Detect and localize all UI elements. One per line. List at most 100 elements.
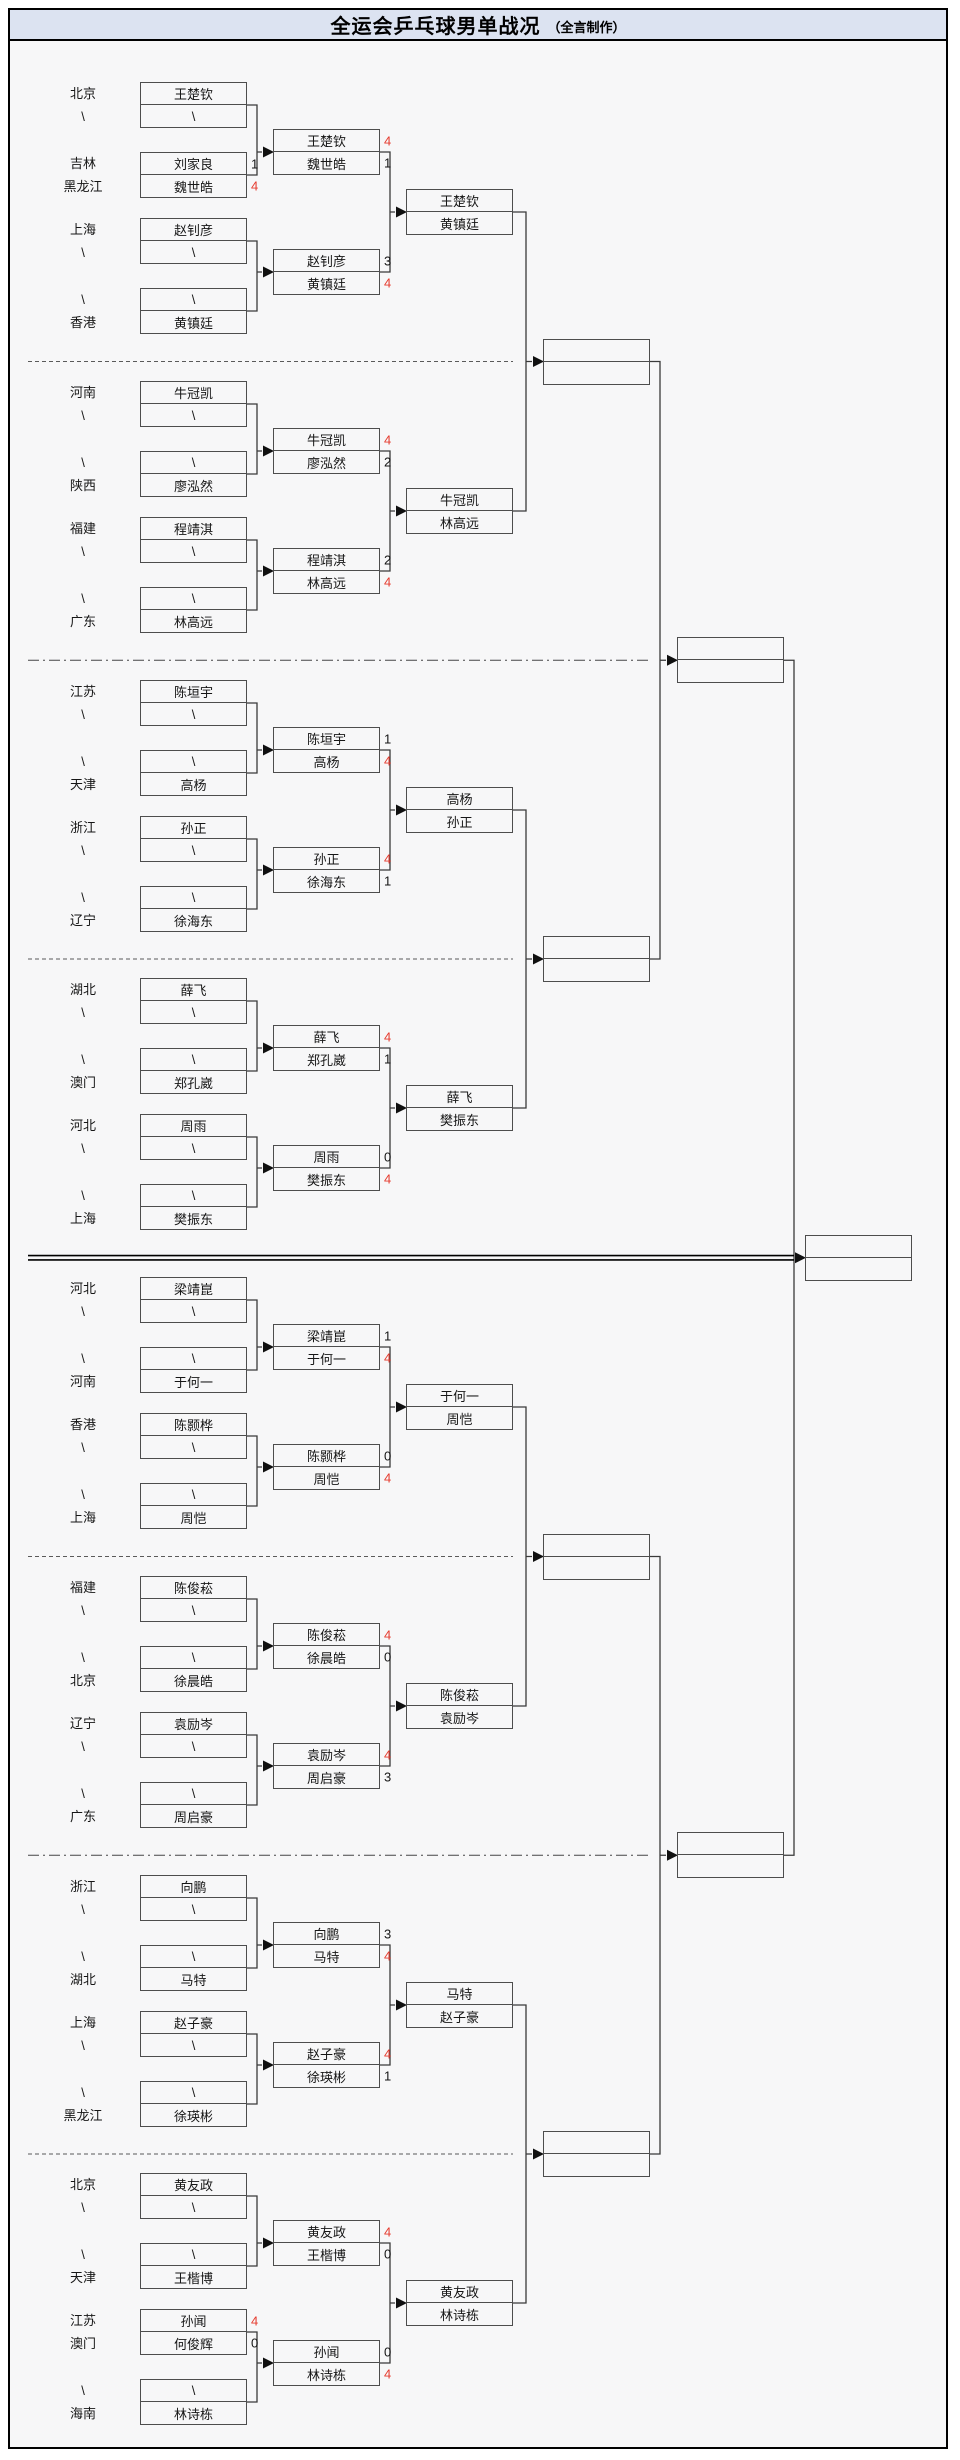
arrowhead-icon — [533, 356, 544, 367]
province-label: 湖北 — [69, 982, 96, 997]
bye-label: \ — [81, 109, 85, 124]
match-score: 2 — [384, 552, 392, 567]
bye-label: \ — [81, 1650, 85, 1665]
player-cell: 薛飞 — [141, 979, 246, 1001]
match-score: 1 — [384, 2068, 392, 2084]
player-name: 向鹏 — [313, 1927, 340, 1942]
player-name: 孙正 — [446, 814, 473, 830]
player-cell: 马特 — [141, 1968, 246, 1990]
title-credit: （全言制作） — [547, 19, 626, 35]
player-cell: 郑孔崴 — [141, 1071, 246, 1093]
round3-qualifiers-box: 陈俊菘袁励岑 — [406, 1683, 513, 1729]
province-label: 上海 — [69, 222, 96, 237]
bye-cell: \ — [141, 1898, 246, 1920]
bye-label: \ — [81, 707, 85, 722]
bye-label: \ — [81, 544, 85, 559]
bye-slash: \ — [191, 1439, 196, 1455]
bye-cell: \ — [141, 1049, 246, 1071]
round1-pair-box: \ 林高远 — [140, 587, 247, 633]
arrowhead-icon — [396, 1401, 407, 1413]
match-score: 4 — [384, 1470, 392, 1486]
bye-cell: \ — [141, 1137, 246, 1159]
player-name: 黄镇廷 — [173, 315, 213, 331]
province-label: 上海 — [69, 1211, 96, 1226]
bye-label: \ — [81, 1786, 85, 1801]
player-name: 周雨 — [313, 1150, 340, 1165]
bye-slash: \ — [191, 1949, 196, 1964]
bye-slash: \ — [191, 543, 196, 559]
empty-slot — [678, 1855, 783, 1877]
arrowhead-icon — [263, 2237, 274, 2249]
round3-qualifiers-box: 高杨孙正 — [406, 787, 513, 833]
match-score: 0 — [251, 2335, 259, 2351]
arrowhead-icon — [263, 1640, 274, 1652]
province-label: 河北 — [69, 1118, 96, 1133]
bye-slash: \ — [191, 1004, 196, 1020]
player-name: 林高远 — [173, 614, 213, 630]
province-label: 北京 — [69, 1673, 96, 1688]
player-name: 程靖淇 — [306, 553, 346, 568]
province-label: 天津 — [69, 2270, 96, 2285]
player-name: 孙闻 — [313, 2345, 340, 2360]
bye-cell: \ — [141, 452, 246, 474]
player-cell: 孙正 — [141, 817, 246, 839]
quarterfinal-box — [543, 338, 650, 385]
round1-pair-box: 周雨\ — [140, 1114, 247, 1160]
round1-pair-box: 薛飞 \ — [140, 978, 247, 1024]
player-name: 孙正 — [180, 821, 207, 836]
quarterfinal-box — [543, 1533, 650, 1580]
player-name: 梁靖崑 — [306, 1329, 346, 1344]
player-cell: 周恺 — [407, 1407, 512, 1429]
player-name: 魏世皓 — [306, 156, 346, 172]
bye-cell: \ — [141, 1300, 246, 1322]
province-label: 黑龙江 — [63, 179, 103, 194]
match-score: 1 — [384, 1328, 392, 1343]
player-name: 牛冠凯 — [173, 386, 213, 401]
player-cell: 赵子豪 — [407, 2005, 512, 2027]
arrowhead-icon — [263, 1042, 274, 1054]
player-name: 陈垣宇 — [306, 732, 346, 747]
player-cell: 徐海东 — [141, 909, 246, 931]
bye-slash: \ — [191, 1140, 196, 1156]
player-cell: 陈俊菘 — [141, 1577, 246, 1599]
player-cell: 徐瑛彬 — [141, 2104, 246, 2126]
province-label: 香港 — [69, 1417, 96, 1432]
player-name: 于何一 — [306, 1351, 346, 1367]
arrowhead-icon — [396, 804, 407, 816]
match-score: 1 — [384, 1051, 392, 1067]
province-label: 澳门 — [69, 2336, 96, 2351]
arrowhead-icon — [667, 654, 678, 666]
bye-label: \ — [81, 292, 85, 307]
semifinal-box — [677, 1832, 784, 1879]
province-label: 辽宁 — [69, 1716, 96, 1731]
province-label: 福建 — [69, 521, 96, 536]
round1-pair-box: 黄友政\ — [140, 2173, 247, 2219]
player-name: 袁励岑 — [439, 1710, 479, 1726]
bye-label: \ — [81, 1949, 85, 1964]
player-name: 陈俊菘 — [306, 1628, 346, 1643]
player-name: 陈垣宇 — [173, 685, 213, 700]
bye-label: \ — [81, 1005, 85, 1020]
bye-cell: \ — [141, 105, 246, 127]
player-name: 赵子豪 — [439, 2009, 479, 2025]
bye-cell: \ — [141, 588, 246, 610]
province-label: 河南 — [69, 385, 96, 400]
round1-pair-box: \林诗栋 — [140, 2379, 247, 2425]
player-name: 程靖淇 — [173, 522, 213, 537]
bye-cell: \ — [141, 1348, 246, 1370]
bye-cell: \ — [141, 1001, 246, 1023]
bye-slash: \ — [191, 1738, 196, 1754]
bye-label: \ — [81, 455, 85, 470]
match-score: 4 — [384, 851, 392, 866]
empty-slot — [678, 1833, 783, 1856]
player-name: 陈颢桦 — [173, 1418, 213, 1433]
bye-slash: \ — [191, 2037, 196, 2053]
arrowhead-icon — [263, 1939, 274, 1951]
player-name: 向鹏 — [180, 1880, 207, 1895]
